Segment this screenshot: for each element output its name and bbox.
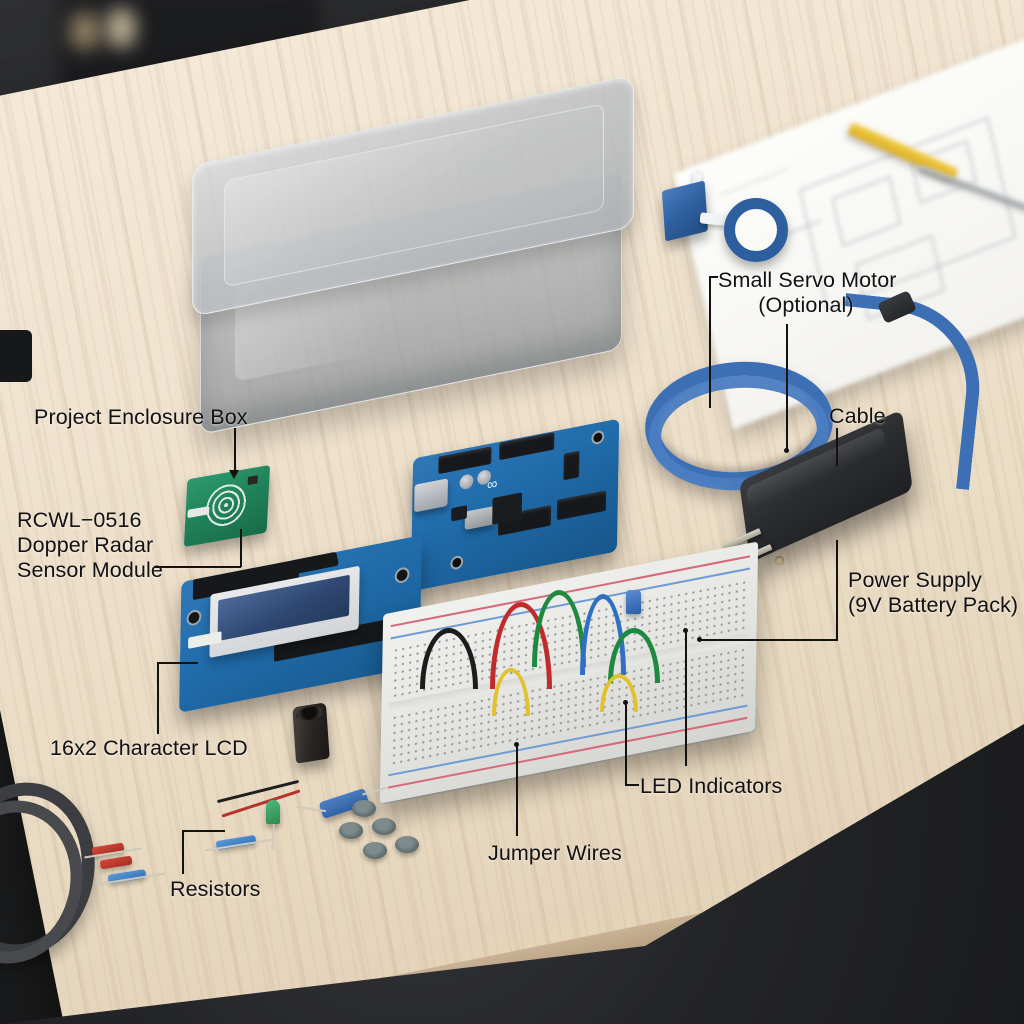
- leader-led-vertical-b: [685, 632, 687, 766]
- label-cable: Cable: [829, 404, 886, 428]
- leader-jumper-endpoint: [514, 742, 519, 747]
- label-rcwl-line1: RCWL−0516: [17, 508, 142, 532]
- arduino-usb-b-port: [414, 478, 448, 513]
- shelf-bottle-b: [106, 8, 136, 48]
- servo-motor-body: [661, 180, 709, 242]
- arduino-mount-hole-bl: [450, 554, 464, 571]
- label-servo-line2: (Optional): [758, 293, 854, 317]
- leader-lcd-vertical: [157, 662, 159, 734]
- leader-rcwl-horizontal: [155, 566, 241, 568]
- leader-led-endpoint-b: [683, 628, 688, 633]
- shelf-bottle-a: [70, 12, 100, 50]
- led-indicator-blue: [626, 590, 641, 614]
- arduino-infinity-logo: ∞: [486, 474, 498, 495]
- leader-servo-left-tick: [709, 276, 718, 278]
- leader-led-horizontal: [625, 784, 639, 786]
- coin-cell-5: [352, 800, 376, 817]
- radar-antenna-spiral: [202, 478, 250, 532]
- leader-psu-vertical: [836, 540, 838, 640]
- dark-object-left-edge: [0, 330, 32, 382]
- label-rcwl-line3: Sensor Module: [17, 558, 163, 582]
- leader-led-endpoint-a: [623, 700, 628, 705]
- lcd-mount-hole-l: [186, 608, 202, 627]
- arduino-mount-hole-tr: [591, 429, 605, 446]
- leader-cable-vertical: [836, 428, 838, 466]
- arduino-header-right: [563, 450, 580, 481]
- leader-enclosure-arrowhead: [229, 470, 239, 479]
- lcd-mount-hole-r: [394, 566, 410, 585]
- leader-psu-horizontal: [700, 639, 838, 641]
- label-power-supply-line2: (9V Battery Pack): [848, 593, 1019, 617]
- leader-servo-endpoint: [784, 448, 789, 453]
- leader-rcwl-vertical: [240, 529, 242, 567]
- leader-resistors-horizontal: [182, 830, 225, 832]
- label-resistors: Resistors: [170, 877, 261, 901]
- coin-cell-2: [363, 842, 387, 859]
- led-indicator-green: [266, 800, 280, 824]
- arduino-header-bottom-b: [556, 490, 607, 521]
- label-rcwl-line2: Dopper Radar: [17, 533, 154, 557]
- leader-servo-right-vertical: [786, 324, 788, 450]
- radar-chip: [247, 475, 258, 486]
- schematic-title-rule: [719, 168, 789, 196]
- coin-cell-4: [395, 836, 419, 853]
- label-lcd: 16x2 Character LCD: [50, 736, 248, 760]
- leader-resistors-vertical: [182, 830, 184, 874]
- leader-enclosure-vertical: [234, 428, 236, 475]
- psu-ground-hole: [775, 556, 784, 565]
- coin-cell-1: [339, 822, 363, 839]
- label-led-indicators: LED Indicators: [640, 774, 783, 798]
- arduino-usb-c-port: [464, 505, 495, 531]
- leader-servo-left-vertical: [709, 276, 711, 408]
- leader-led-vertical-a: [625, 704, 627, 785]
- label-jumper-wires: Jumper Wires: [488, 841, 622, 865]
- leader-psu-endpoint: [697, 637, 702, 642]
- servo-horn-wheel: [724, 198, 788, 262]
- coin-cell-3: [372, 818, 396, 835]
- label-project-enclosure-box: Project Enclosure Box: [34, 405, 248, 429]
- leader-jumper-vertical: [516, 746, 518, 836]
- arduino-capacitor-a: [459, 473, 474, 491]
- label-power-supply-line1: Power Supply: [848, 568, 982, 592]
- leader-lcd-horizontal: [157, 662, 198, 664]
- label-servo-line1: Small Servo Motor: [718, 268, 897, 292]
- electrolytic-capacitor: [292, 702, 330, 764]
